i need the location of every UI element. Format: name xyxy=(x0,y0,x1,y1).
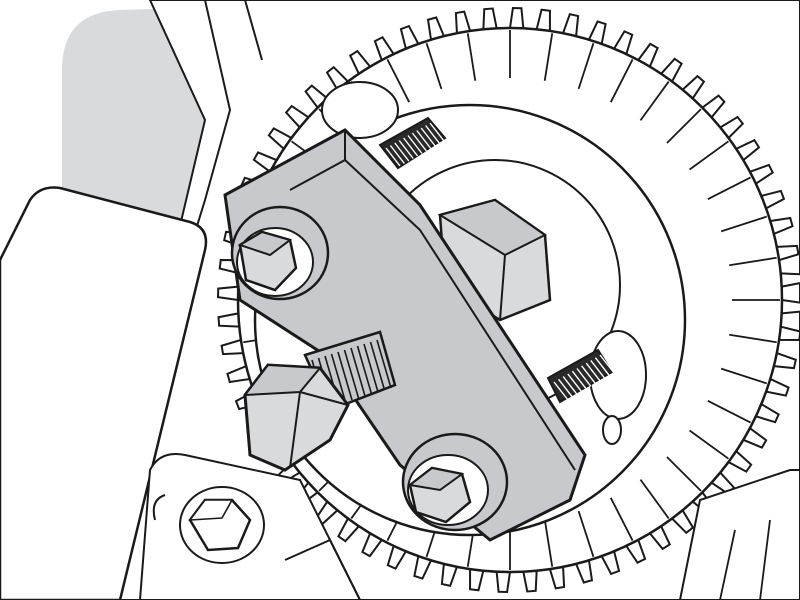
thread-line xyxy=(429,122,445,142)
engine-casing-lower-right xyxy=(678,469,800,600)
thread-line xyxy=(337,351,353,401)
sprocket-tooth xyxy=(508,6,525,30)
sprocket-groove-line xyxy=(425,42,443,90)
thread-line xyxy=(411,132,427,152)
sprocket-groove-line xyxy=(666,456,702,492)
thread-line xyxy=(350,347,366,397)
thread-line xyxy=(599,354,615,374)
sprocket-groove-line xyxy=(466,33,477,81)
thread-line xyxy=(590,359,606,379)
sprocket-groove-line xyxy=(689,429,729,460)
thread-line xyxy=(567,373,583,393)
thread-line xyxy=(394,142,410,162)
thread-line xyxy=(389,145,405,164)
sprocket-groove-line xyxy=(707,399,751,424)
sprocket-hole-small xyxy=(602,415,622,445)
sprocket-groove-line xyxy=(577,510,595,558)
casing-inner-line xyxy=(244,0,263,61)
thread-line xyxy=(398,140,414,159)
sprocket-groove-line xyxy=(720,367,768,385)
sprocket-groove-line xyxy=(707,176,751,201)
thread-line xyxy=(369,341,386,391)
lower-mounting-bolt xyxy=(401,432,509,532)
thread-line xyxy=(416,130,432,149)
lower-threaded-stud xyxy=(546,348,615,404)
sprocket-groove-line xyxy=(720,215,768,233)
sprocket-tooth xyxy=(216,285,240,302)
thread-line xyxy=(553,381,569,401)
thread-line xyxy=(425,125,441,144)
sprocket-groove-line xyxy=(577,42,595,90)
sprocket-groove-line xyxy=(609,497,634,541)
sprocket-groove-line xyxy=(666,108,702,144)
sprocket-hole-upper xyxy=(321,81,399,139)
sprocket-groove-line xyxy=(543,33,554,81)
thread-line xyxy=(420,127,436,147)
thread-line xyxy=(558,378,574,398)
thread-line xyxy=(330,353,347,403)
forcing-screw-hex-bolt xyxy=(242,330,397,472)
thread-line xyxy=(385,147,401,167)
sprocket-groove-line xyxy=(609,59,634,103)
thread-line xyxy=(571,370,587,390)
thread-line xyxy=(562,376,578,396)
thread-line xyxy=(576,368,592,387)
thread-line xyxy=(581,365,597,385)
cylinder-head-bolt xyxy=(138,453,362,600)
sprocket-tooth xyxy=(495,570,512,594)
sprocket-groove-line xyxy=(729,256,777,267)
sprocket-groove-line xyxy=(543,519,554,567)
thread-line xyxy=(585,362,601,382)
thread-line xyxy=(356,345,373,395)
sprocket-groove-line xyxy=(689,140,729,171)
sprocket-tooth xyxy=(780,298,800,315)
thread-line xyxy=(363,343,379,393)
sprocket-groove-line xyxy=(386,59,411,103)
sprocket-groove-line xyxy=(729,333,777,344)
upper-mounting-bolt xyxy=(230,205,330,301)
thread-line xyxy=(407,135,423,154)
upper-threaded-stud xyxy=(378,116,447,170)
thread-line xyxy=(376,339,392,389)
thread-line xyxy=(403,137,419,157)
thread-line xyxy=(594,357,610,377)
thread-line xyxy=(343,349,360,399)
sprocket-groove-line xyxy=(639,479,670,519)
sprocket-groove-line xyxy=(639,81,670,121)
engine-side-block xyxy=(0,186,208,600)
